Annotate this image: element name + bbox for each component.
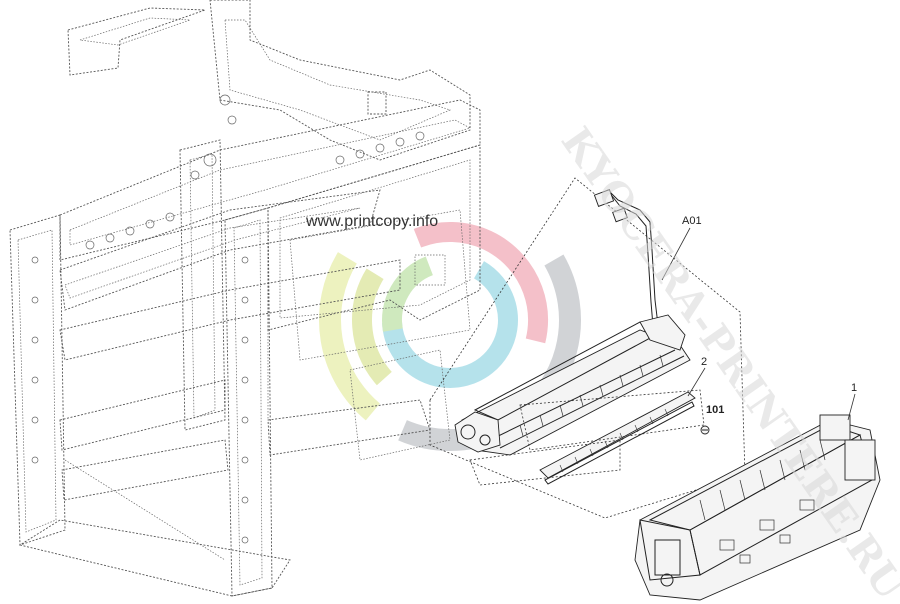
callout-2: 2 — [701, 356, 707, 368]
alignment-guide — [469, 439, 621, 486]
main-frame — [9, 0, 481, 597]
watermark-url: www.printcopy.info — [305, 213, 438, 230]
callout-101: 101 — [706, 404, 724, 416]
part-2-strip — [539, 391, 696, 485]
leader-a01 — [661, 227, 691, 281]
callout-a01: A01 — [682, 215, 702, 227]
screw-101 — [700, 425, 710, 435]
callout-1: 1 — [851, 382, 857, 394]
leader-1 — [847, 393, 856, 421]
alignment-guide — [519, 389, 705, 451]
leader-2 — [687, 367, 706, 397]
part-1-fuser-unit — [634, 414, 881, 601]
fixing-unit-assembly — [454, 189, 691, 456]
